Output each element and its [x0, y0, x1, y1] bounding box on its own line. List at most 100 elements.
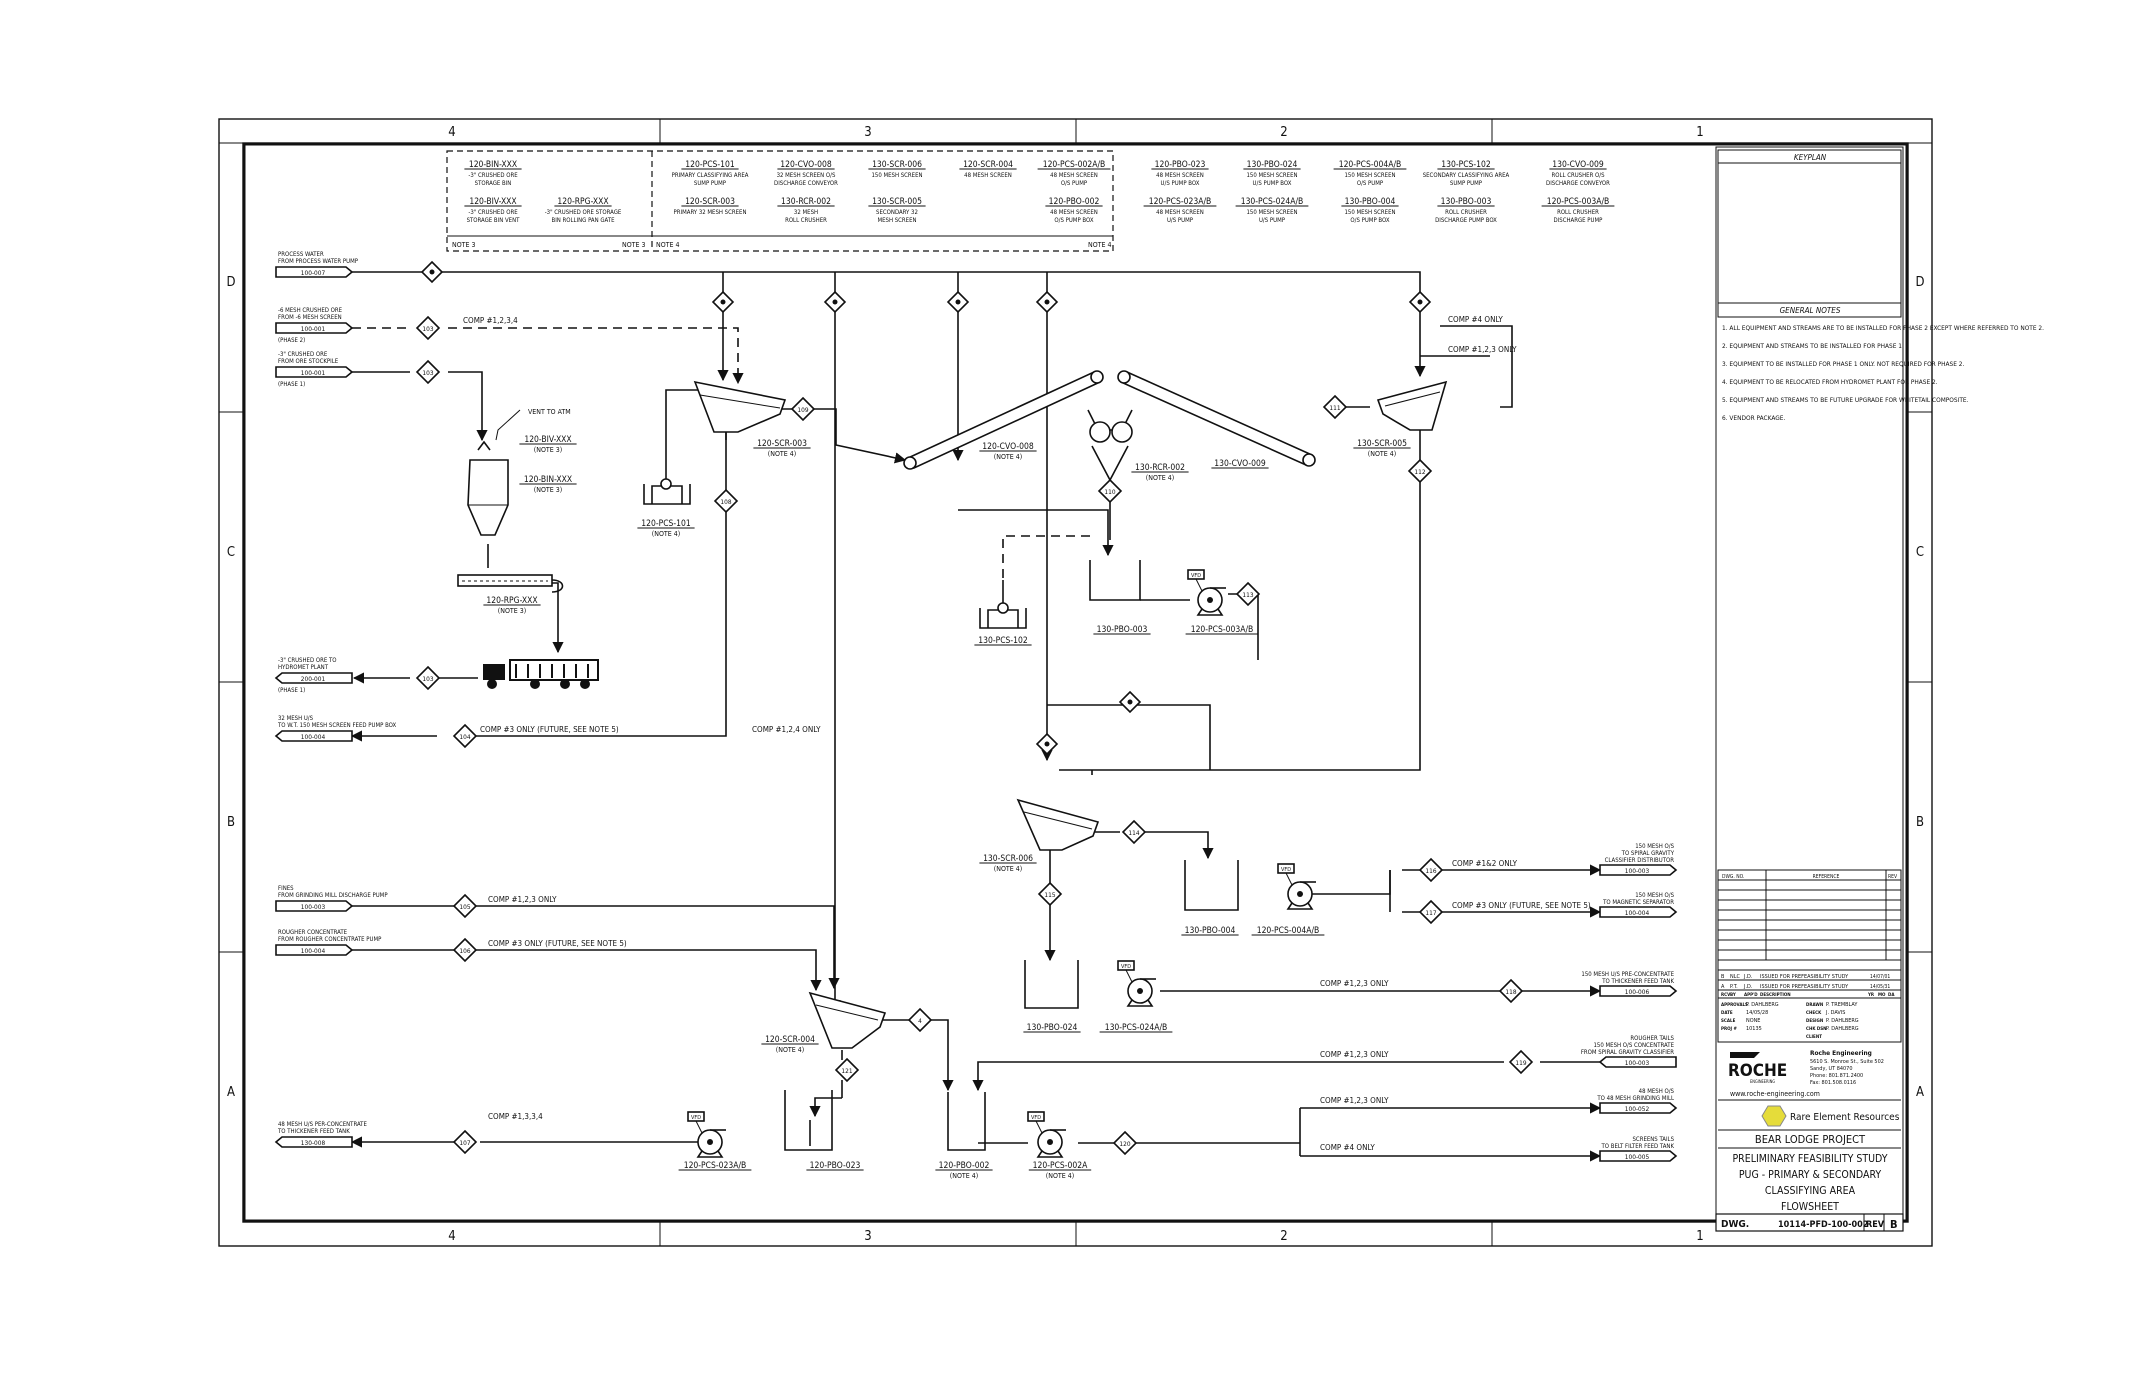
- stream-marker-dot: [955, 299, 961, 305]
- equipment-tag: 120-PCS-003A/B: [1191, 625, 1254, 635]
- equipment-note: (NOTE 3): [498, 607, 526, 615]
- grid-labels: 4 3 2 1 4 3 2 1 D C B A D C B A: [226, 125, 1924, 1244]
- legend-desc: U/S PUMP BOX: [1253, 180, 1292, 187]
- stream-number: 112: [1414, 468, 1425, 476]
- screen-006: [1016, 798, 1100, 851]
- reference-table-box: [1717, 869, 1902, 961]
- stream-number-marker: [1322, 394, 1348, 420]
- stream-number-marker: [452, 1129, 478, 1155]
- legend-tag: 120-SCR-004: [963, 160, 1013, 170]
- legend-desc: 48 MESH SCREEN: [1156, 209, 1204, 216]
- revision-check: J.D.: [1743, 974, 1753, 980]
- row-label: B: [1916, 815, 1924, 830]
- pump-box-004: [1184, 860, 1239, 911]
- stream-number: 118: [1505, 988, 1516, 996]
- connector-desc: TO BELT FILTER FEED TANK: [1600, 1143, 1674, 1150]
- legend-desc: 32 MESH SCREEN O/S: [777, 172, 836, 179]
- connector-desc: SCREENS TAILS: [1633, 1136, 1675, 1143]
- stream-number: 119: [1515, 1059, 1526, 1067]
- pump-hub: [707, 1139, 713, 1145]
- legend-desc: STORAGE BIN: [475, 180, 512, 187]
- equipment-note: (NOTE 4): [1368, 450, 1396, 458]
- legend-tag: 130-PBO-024: [1247, 160, 1298, 170]
- stream-number-marker: [834, 1057, 860, 1083]
- connector-tag: 100-004: [301, 733, 326, 741]
- stream-number-marker: [1498, 978, 1524, 1004]
- connector-desc: FINES: [278, 885, 294, 892]
- approval-value: P. TREMBLAY: [1826, 1002, 1858, 1008]
- pump-box-023: [784, 1090, 833, 1151]
- firm-address: Sandy, UT 84070: [1810, 1066, 1852, 1072]
- revision-by: P.T.: [1730, 984, 1738, 990]
- pump-hub: [1297, 891, 1303, 897]
- legend-desc: O/S PUMP: [1061, 180, 1088, 187]
- stream-number: 103: [422, 369, 433, 377]
- revision-desc: ISSUED FOR PREFEASIBILITY STUDY: [1760, 974, 1849, 980]
- offpage-connector: [275, 900, 354, 912]
- stream-number-marker: [907, 1007, 933, 1033]
- drawing-title-line: PRELIMINARY FEASIBILITY STUDY: [1732, 1153, 1887, 1165]
- legend-desc: 150 MESH SCREEN: [1344, 172, 1395, 179]
- firm-logo-sub: ENGINEERING: [1750, 1079, 1775, 1084]
- legend-desc: BIN ROLLING PAN GATE: [551, 217, 615, 224]
- row-label: A: [227, 1085, 235, 1100]
- stream-number-marker: [415, 665, 441, 691]
- sump-pump-101: [643, 470, 691, 505]
- vfd-link: [1125, 969, 1133, 983]
- vfd-label: VFD: [1121, 964, 1131, 970]
- equipment-tag: 120-CVO-008: [982, 442, 1034, 452]
- equipment-note: (NOTE 4): [768, 450, 796, 458]
- col-label: 1: [1696, 125, 1703, 140]
- legend-tag: 130-PBO-004: [1345, 197, 1396, 207]
- pump-base: [696, 1150, 724, 1158]
- general-note: 6. VENDOR PACKAGE.: [1722, 414, 1785, 422]
- pump-base: [1036, 1150, 1064, 1158]
- legend-desc: SECONDARY 32: [876, 209, 918, 216]
- legend-desc: 48 MESH SCREEN: [1156, 172, 1204, 179]
- equipment-tag: 130-SCR-005: [1357, 439, 1407, 449]
- approval-key: DATE: [1721, 1010, 1733, 1016]
- general-note: 2. EQUIPMENT AND STREAMS TO BE INSTALLED…: [1722, 342, 1904, 350]
- revision-header: MO: [1878, 992, 1886, 998]
- vfd-label: VFD: [1191, 573, 1201, 579]
- legend-desc: 48 MESH SCREEN: [1050, 209, 1098, 216]
- vfd-link: [695, 1120, 703, 1134]
- col-label: 4: [448, 1229, 455, 1244]
- equipment-tags: 120-BIV-XXX(NOTE 3)120-BIN-XXX(NOTE 3)12…: [483, 435, 1411, 1180]
- connector-desc: FROM -6 MESH SCREEN: [278, 314, 342, 321]
- firm-address: 5610 S. Monroe St., Suite 502: [1810, 1059, 1884, 1065]
- stream-number: 116: [1425, 867, 1436, 875]
- stream-number: 103: [422, 675, 433, 683]
- stream-number: 121: [841, 1067, 852, 1075]
- pump-base: [1196, 608, 1224, 616]
- vfd-link: [1285, 872, 1293, 886]
- approval-value: 14/05/28: [1746, 1010, 1768, 1016]
- approval-key: PROJ #: [1721, 1026, 1737, 1032]
- dwg-number-row: DWG. 10114-PFD-100-002 REV B: [1715, 1213, 1904, 1232]
- conveyor-008: [903, 370, 1104, 470]
- approval-value: NONE: [1746, 1018, 1760, 1024]
- col-label: 3: [864, 1229, 871, 1244]
- stream-number-marker: [790, 396, 816, 422]
- equipment-legend: NOTE 3 NOTE 3 NOTE 4 NOTE 4: [446, 150, 1114, 252]
- connector-desc: FROM GRINDING MILL DISCHARGE PUMP: [278, 892, 388, 899]
- general-note: 4. EQUIPMENT TO BE RELOCATED FROM HYDROM…: [1722, 378, 1938, 386]
- stream-number: 106: [459, 947, 470, 955]
- conveyor-009: [1117, 370, 1316, 467]
- equipment-tag: 120-PCS-101: [641, 519, 691, 529]
- vent-label: VENT TO ATM: [528, 408, 571, 416]
- legend-tag: 120-SCR-003: [685, 197, 735, 207]
- legend-tag: 130-RCR-002: [781, 197, 831, 207]
- stream-number: 117: [1425, 909, 1436, 917]
- legend-desc: 32 MESH: [794, 209, 818, 216]
- reference-header: REFERENCE: [1813, 874, 1840, 880]
- legend-desc: PRIMARY 32 MESH SCREEN: [674, 209, 747, 216]
- roll-crusher: [1087, 409, 1133, 482]
- connector-tag: 130-008: [301, 1139, 326, 1147]
- legend-desc: PRIMARY CLASSIFYING AREA: [672, 172, 749, 179]
- offpage-connector: [1599, 985, 1678, 997]
- equipment-tag: 120-PBO-023: [810, 1161, 861, 1171]
- row-label: D: [226, 275, 235, 290]
- equipment-tag: 120-PCS-023A/B: [684, 1161, 747, 1171]
